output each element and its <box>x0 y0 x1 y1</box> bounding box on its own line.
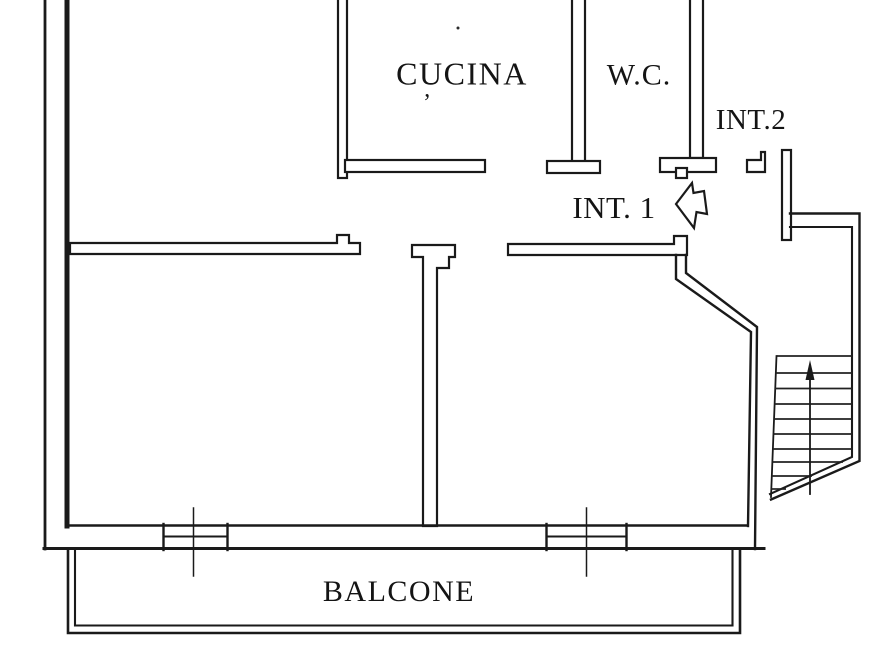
unit-label-int2: INT.2 <box>716 104 786 136</box>
room-label-kitchen: CUCINA <box>396 56 528 92</box>
wall-east-boundary-inner-face <box>674 253 753 528</box>
wall-room1-kitchen-partition <box>336 0 349 180</box>
wall-bedroom-partition <box>410 243 457 528</box>
stair-direction-arrow-icon <box>805 360 815 380</box>
balcony-outer-edge <box>66 547 742 635</box>
balcony-inner-edge <box>73 547 734 627</box>
window-left <box>162 507 229 577</box>
wall-unit2-entry <box>780 148 793 242</box>
scan-speck <box>456 26 460 30</box>
wall-wc-east-partition <box>688 0 705 160</box>
entrance-arrow-icon <box>674 180 709 231</box>
staircase <box>770 355 852 498</box>
wall-entrance-door-tab <box>674 166 689 180</box>
wall-kitchen-south-foot <box>343 158 487 174</box>
room-label-balcony: BALCONE <box>323 575 475 608</box>
wall-hallway-east-segment <box>506 234 689 257</box>
wall-kitchen-wc-partition <box>570 0 587 164</box>
room-label-wc: W.C. <box>607 59 672 92</box>
stairwell-inner-face <box>768 225 854 496</box>
scan-apostrophe-mark: ’ <box>423 90 431 116</box>
stairwell-outer-face <box>769 212 861 502</box>
unit-label-int1: INT. 1 <box>572 190 655 225</box>
wall-hallway-west-segment <box>68 233 362 256</box>
wall-wc-west-foot <box>545 159 602 175</box>
wall-east-boundary-outer-face <box>684 253 759 551</box>
wall-unit2-door-jamb <box>745 150 767 174</box>
window-right <box>545 507 628 577</box>
stair-flight-left-edge <box>770 355 778 498</box>
